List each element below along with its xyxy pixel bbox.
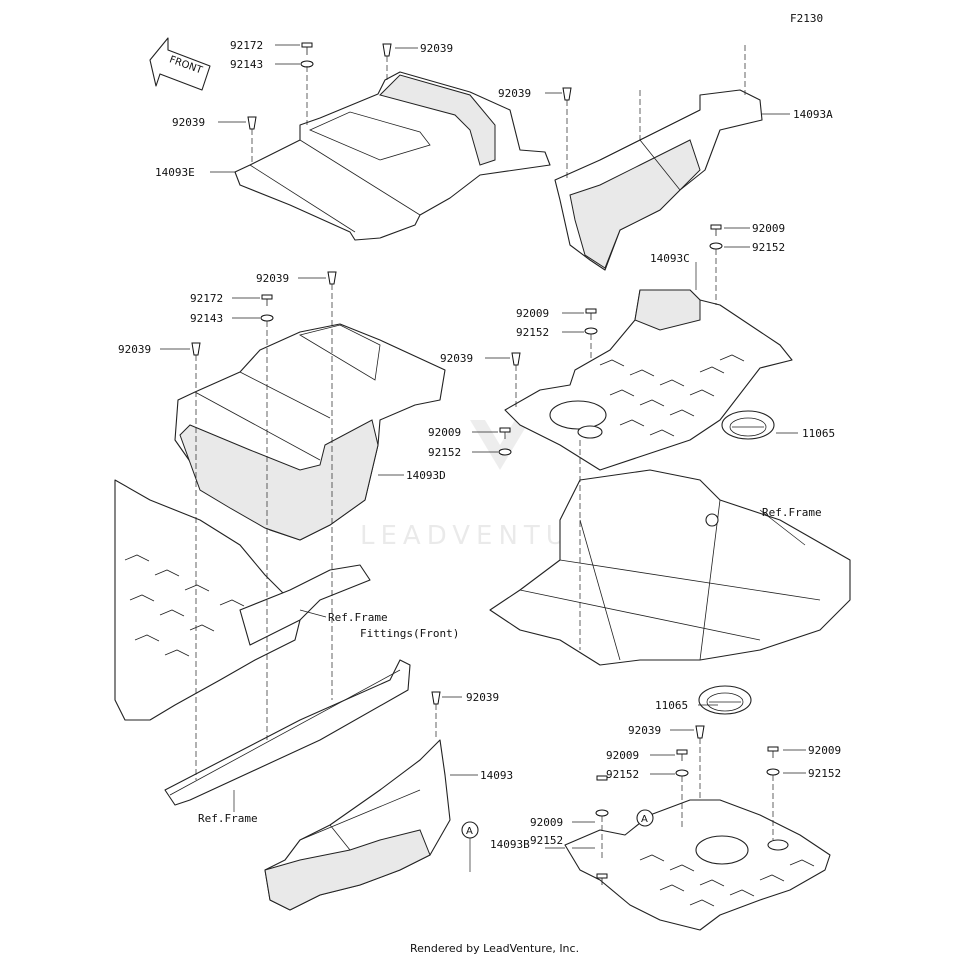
label-ref-frame: Ref.Frame [762,506,822,519]
washer-icon [709,242,723,250]
bolt-icon [499,427,511,439]
part-14093C[interactable] [504,289,793,471]
label-14093[interactable]: 14093 [480,769,513,782]
label-14093E[interactable]: 14093E [155,166,195,179]
part-14093[interactable] [264,739,451,911]
label-92152[interactable]: 92152 [808,767,841,780]
callout-a: A [461,821,479,839]
label-14093B[interactable]: 14093B [490,838,530,851]
front-arrow-icon: FRONT [149,37,211,91]
label-14093D[interactable]: 14093D [406,469,446,482]
label-92039[interactable]: 92039 [420,42,453,55]
washer-icon [766,768,780,776]
floor-tread-pattern [599,354,745,437]
label-fittings-front: Fittings(Front) [360,627,459,640]
label-92009[interactable]: 92009 [808,744,841,757]
label-92152[interactable]: 92152 [530,834,563,847]
callout-a: A [636,809,654,827]
label-92152[interactable]: 92152 [606,768,639,781]
part-labels: 92172 92143 92039 92039 14093E 92039 140… [118,39,841,851]
clip-icon [431,691,441,705]
label-92039[interactable]: 92039 [172,116,205,129]
svg-text:A: A [641,814,648,825]
washer-icon [595,809,609,817]
bolt-icon [585,308,597,320]
clip-icon [327,271,337,285]
label-92039[interactable]: 92039 [256,272,289,285]
ref-floor-left [114,479,371,721]
clip-icon [511,352,521,366]
label-92152[interactable]: 92152 [516,326,549,339]
label-92009[interactable]: 92009 [606,749,639,762]
ref-frame-right [489,469,851,666]
label-92152[interactable]: 92152 [428,446,461,459]
clip-icon [562,87,572,101]
part-14093E[interactable] [234,71,551,241]
part-11065-cap[interactable] [721,410,775,440]
bolt-icon [676,749,688,761]
part-14093D[interactable] [174,323,446,541]
clip-icon [247,116,257,130]
label-14093A[interactable]: 14093A [793,108,833,121]
label-92172[interactable]: 92172 [190,292,223,305]
washer-icon [498,448,512,456]
part-14093A[interactable] [554,89,763,271]
label-92009[interactable]: 92009 [428,426,461,439]
washer-icon [260,314,274,322]
label-92039[interactable]: 92039 [628,724,661,737]
svg-text:A: A [466,826,473,837]
label-92009[interactable]: 92009 [752,222,785,235]
washer-icon [675,769,689,777]
bolt-icon [301,42,313,55]
part-11065-cap-b[interactable] [698,685,752,715]
label-92039[interactable]: 92039 [466,691,499,704]
leader-lines [160,44,806,872]
bolt-icon [596,873,608,885]
label-92039[interactable]: 92039 [498,87,531,100]
bolt-icon [596,775,608,781]
bolt-icon [710,224,722,236]
leadventure-watermark: LEADVENTURE [360,420,611,551]
label-11065[interactable]: 11065 [802,427,835,440]
label-92009[interactable]: 92009 [530,816,563,829]
label-92039[interactable]: 92039 [118,343,151,356]
clip-icon [695,725,705,739]
fasteners [191,42,780,885]
label-92152[interactable]: 92152 [752,241,785,254]
label-11065[interactable]: 11065 [655,699,688,712]
label-ref-frame: Ref.Frame [198,812,258,825]
label-14093C[interactable]: 14093C [650,252,690,265]
label-92039[interactable]: 92039 [440,352,473,365]
footer-credit: Rendered by LeadVenture, Inc. [410,942,579,955]
floor-left-tread [124,554,245,657]
clip-icon [382,43,392,57]
label-92143[interactable]: 92143 [230,58,263,71]
washer-icon [584,327,598,335]
clip-icon [191,342,201,356]
label-92009[interactable]: 92009 [516,307,549,320]
alignment-lines [195,45,774,860]
label-92172[interactable]: 92172 [230,39,263,52]
floor-b-tread [639,854,815,907]
part-14093B[interactable] [564,799,831,931]
bolt-icon [767,746,779,758]
label-ref-frame: Ref.Frame [328,611,388,624]
label-92143[interactable]: 92143 [190,312,223,325]
diagram-code: F2130 [790,12,823,25]
ref-frame-rail [164,659,411,806]
bolt-icon [261,294,273,306]
